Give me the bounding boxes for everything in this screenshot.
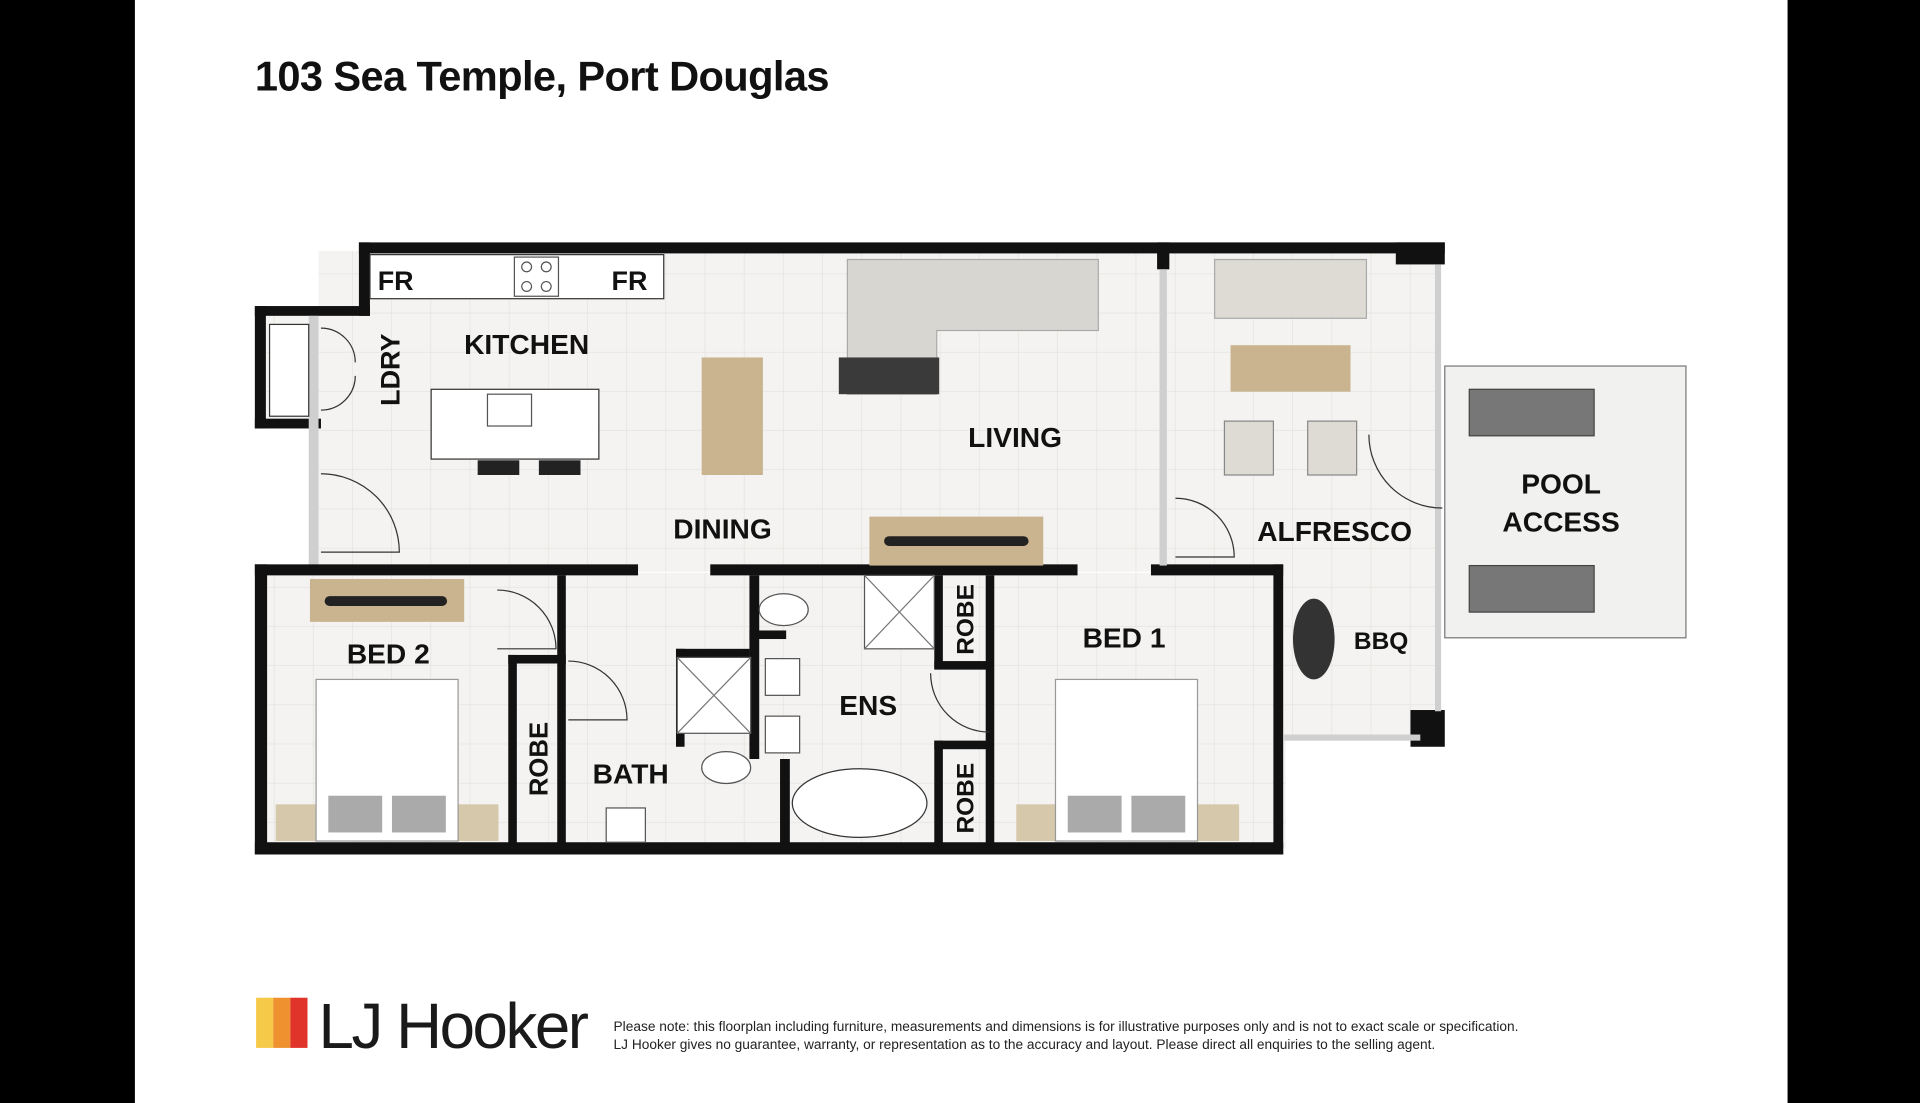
room-label-robe-ensuite-bottom: ROBE: [952, 763, 979, 834]
room-label-fridge-right: FR: [612, 266, 648, 296]
room-label-pool: POOL: [1521, 468, 1601, 499]
disclaimer-line-2: LJ Hooker gives no guarantee, warranty, …: [614, 1037, 1436, 1052]
room-label-robe-ensuite-top: ROBE: [952, 584, 979, 655]
room-label-laundry: LDRY: [375, 334, 405, 406]
room-label-alfresco: ALFRESCO: [1257, 516, 1412, 547]
page-title: 103 Sea Temple, Port Douglas: [255, 53, 829, 100]
room-label-bath: BATH: [593, 758, 669, 789]
room-label-kitchen: KITCHEN: [464, 329, 589, 360]
room-label-robe-bed-2: ROBE: [525, 722, 553, 796]
dining-table: [701, 357, 763, 475]
bathtub: [791, 768, 928, 838]
floorplan: [254, 242, 1687, 855]
room-label-bed-2: BED 2: [347, 639, 430, 670]
room-label-fridge-left: FR: [378, 266, 414, 296]
room-label-dining: DINING: [673, 514, 771, 545]
room-label-bbq: BBQ: [1354, 628, 1408, 655]
room-label-ensuite: ENS: [839, 690, 897, 721]
disclaimer-line-1: Please note: this floorplan including fu…: [614, 1019, 1519, 1034]
room-label-living: LIVING: [968, 422, 1062, 453]
room-label-bed-1: BED 1: [1083, 623, 1166, 654]
lj-hooker-logo: LJ Hooker: [256, 991, 591, 1062]
bbq-grill: [1292, 598, 1335, 680]
brand-name: LJ Hooker: [319, 991, 589, 1062]
room-label-pool-access: ACCESS: [1502, 506, 1619, 537]
